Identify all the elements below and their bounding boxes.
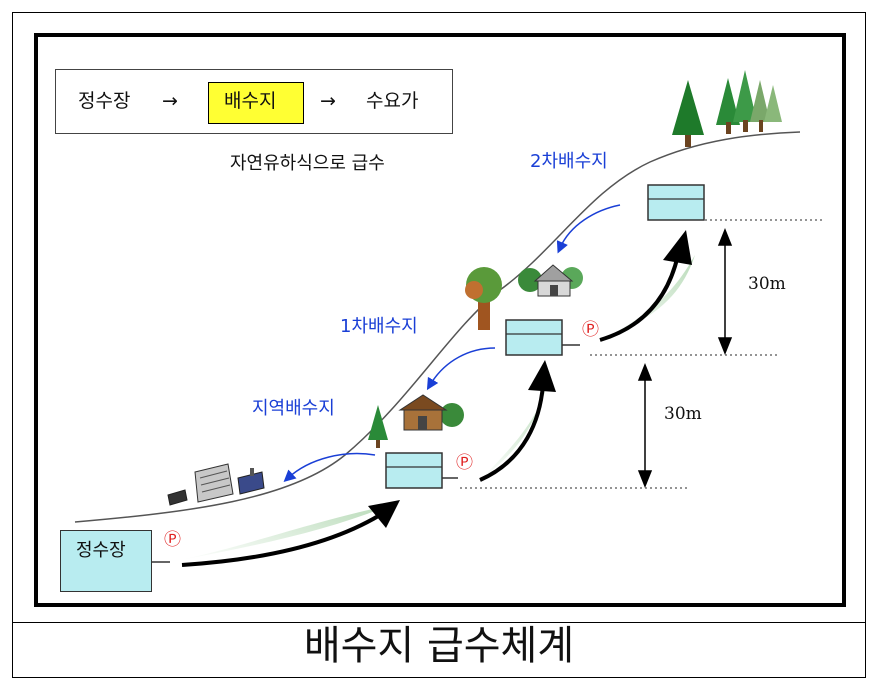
primary-reservoir-tank [505, 319, 580, 356]
highlight-box [208, 82, 304, 124]
blue-arrow-to-slope-upper [556, 204, 621, 254]
water-treatment-plant-tank [60, 530, 152, 592]
secondary-reservoir-tank [647, 184, 705, 221]
pump-curve-1 [181, 500, 400, 567]
pump-icon: Ⓟ [582, 320, 599, 340]
caption-divider [12, 622, 866, 623]
ground-shade-3 [600, 255, 695, 340]
pump-icon: Ⓟ [456, 453, 473, 473]
flow-arrow-1: → [162, 90, 178, 112]
pump-icon: Ⓟ [164, 530, 181, 550]
pump-curve-2 [479, 360, 556, 482]
dimension-arrow-upper [717, 227, 733, 356]
dimension-arrow-lower [637, 362, 653, 489]
factory-icon [237, 468, 265, 495]
local-reservoir-tank [385, 452, 458, 489]
figure-caption: 배수지 급수체계 [303, 623, 575, 669]
diagram-panel [34, 33, 846, 607]
house-upper-icon [518, 264, 583, 297]
small-facility-icon [167, 489, 188, 506]
gravity-supply-note: 자연유하식으로 급수 [230, 153, 385, 174]
primary-reservoir-label: 1차배수지 [340, 316, 418, 337]
flow-arrow-2: → [320, 90, 336, 112]
ground-shade-1 [180, 505, 390, 560]
flow-destination-label: 수요가 [366, 90, 419, 112]
dimension-upper-label: 30m [748, 274, 786, 294]
house-lower-icon [398, 394, 464, 431]
pump-curve-3 [599, 230, 692, 342]
pine-tree-icon [672, 80, 704, 147]
flow-source-label: 정수장 [78, 90, 131, 112]
building-icon [194, 463, 234, 503]
big-tree-icon [465, 267, 502, 330]
local-reservoir-label: 지역배수지 [252, 398, 335, 419]
outer-frame [12, 12, 866, 678]
small-tree-icon [368, 405, 388, 448]
dimension-lower-label: 30m [664, 404, 702, 424]
blue-arrow-to-slope-middle [426, 347, 496, 391]
flow-highlight-label: 배수지 [224, 90, 277, 112]
forest-icon [716, 70, 782, 134]
secondary-reservoir-label: 2차배수지 [530, 151, 608, 172]
blue-arrow-to-consumers [283, 452, 376, 483]
plant-label: 정수장 [76, 540, 126, 561]
